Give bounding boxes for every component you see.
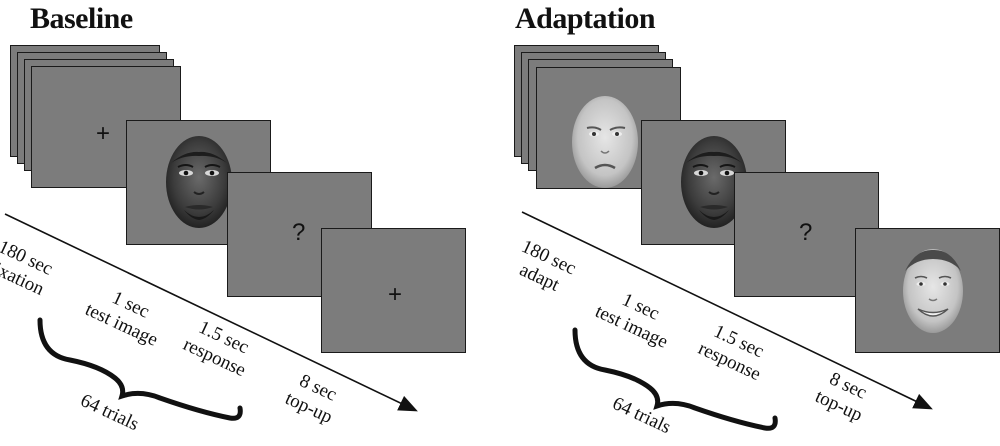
fixation-cross: +	[388, 281, 403, 308]
question-mark: ?	[292, 219, 306, 246]
timeline-arrow	[4, 213, 418, 421]
fixation-cross: +	[96, 120, 111, 147]
question-mark: ?	[799, 219, 813, 246]
frowning-female-face	[572, 96, 638, 188]
trials-brace	[37, 317, 243, 421]
timeline-arrow	[521, 211, 933, 431]
response-screen: ?	[734, 172, 879, 297]
dark-male-face	[681, 136, 747, 228]
dark-male-face	[166, 136, 232, 228]
trials-brace	[572, 327, 778, 431]
adaptation-panel: Adaptation	[500, 0, 1000, 446]
baseline-panel: Baseline + ? + 180	[0, 2, 466, 435]
topup-screen: +	[321, 228, 466, 353]
topup-screen	[855, 228, 1000, 353]
panel-title: Baseline	[30, 2, 133, 35]
panel-title: Adaptation	[515, 2, 656, 35]
smiling-male-face	[903, 249, 963, 333]
